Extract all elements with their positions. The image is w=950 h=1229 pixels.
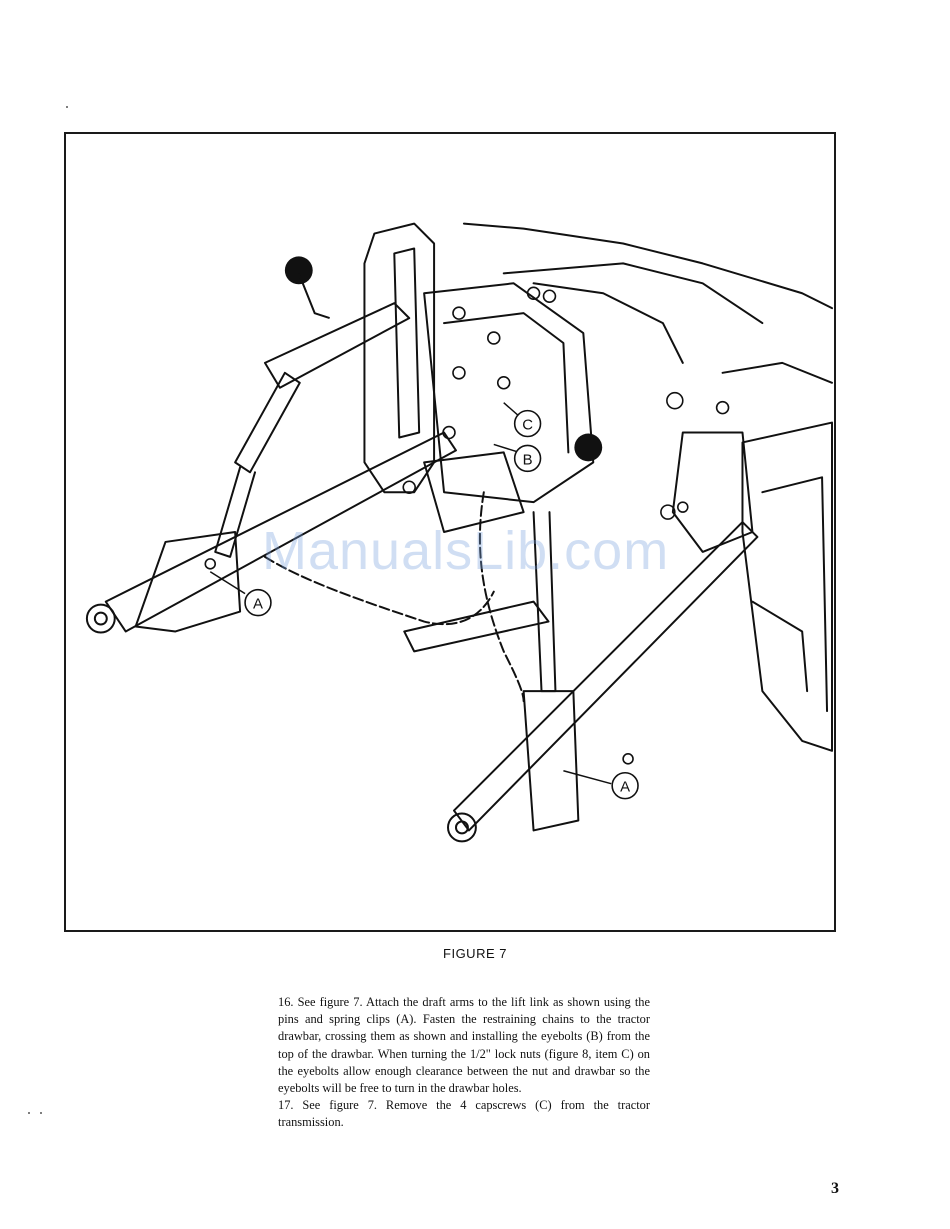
left-lift-rod — [214, 466, 257, 558]
figure-7-frame: A A B C — [64, 132, 836, 932]
instruction-step-16: 16. See figure 7. Attach the draft arms … — [278, 995, 650, 1096]
callout-c: C — [522, 417, 533, 434]
lever-knob-right — [574, 433, 603, 462]
transmission-block — [423, 282, 595, 504]
instructions-text: 16. See figure 7. Attach the draft arms … — [278, 994, 650, 1132]
right-lift-rod — [532, 511, 557, 693]
page-number: 3 — [831, 1180, 839, 1197]
restraining-chain-right — [478, 491, 525, 703]
top-link — [263, 302, 411, 389]
scan-speck — [28, 1112, 30, 1114]
callout-b: B — [523, 451, 533, 468]
right-draft-arm — [452, 521, 759, 832]
hitch-illustration: A A B C — [85, 222, 834, 843]
callout-a-left: A — [253, 596, 263, 613]
scan-speck — [66, 106, 68, 108]
left-bracket — [363, 222, 436, 494]
drawbar — [403, 600, 550, 653]
lever-knob-left — [284, 256, 313, 285]
right-housing — [741, 421, 834, 752]
scan-speck — [40, 1112, 42, 1114]
instruction-step-17: 17. See figure 7. Remove the 4 capscrews… — [278, 1098, 650, 1130]
callout-a-right: A — [620, 779, 630, 796]
restraining-chain-left — [263, 555, 495, 626]
left-draft-arm — [104, 431, 457, 633]
figure-caption: FIGURE 7 — [443, 946, 507, 961]
